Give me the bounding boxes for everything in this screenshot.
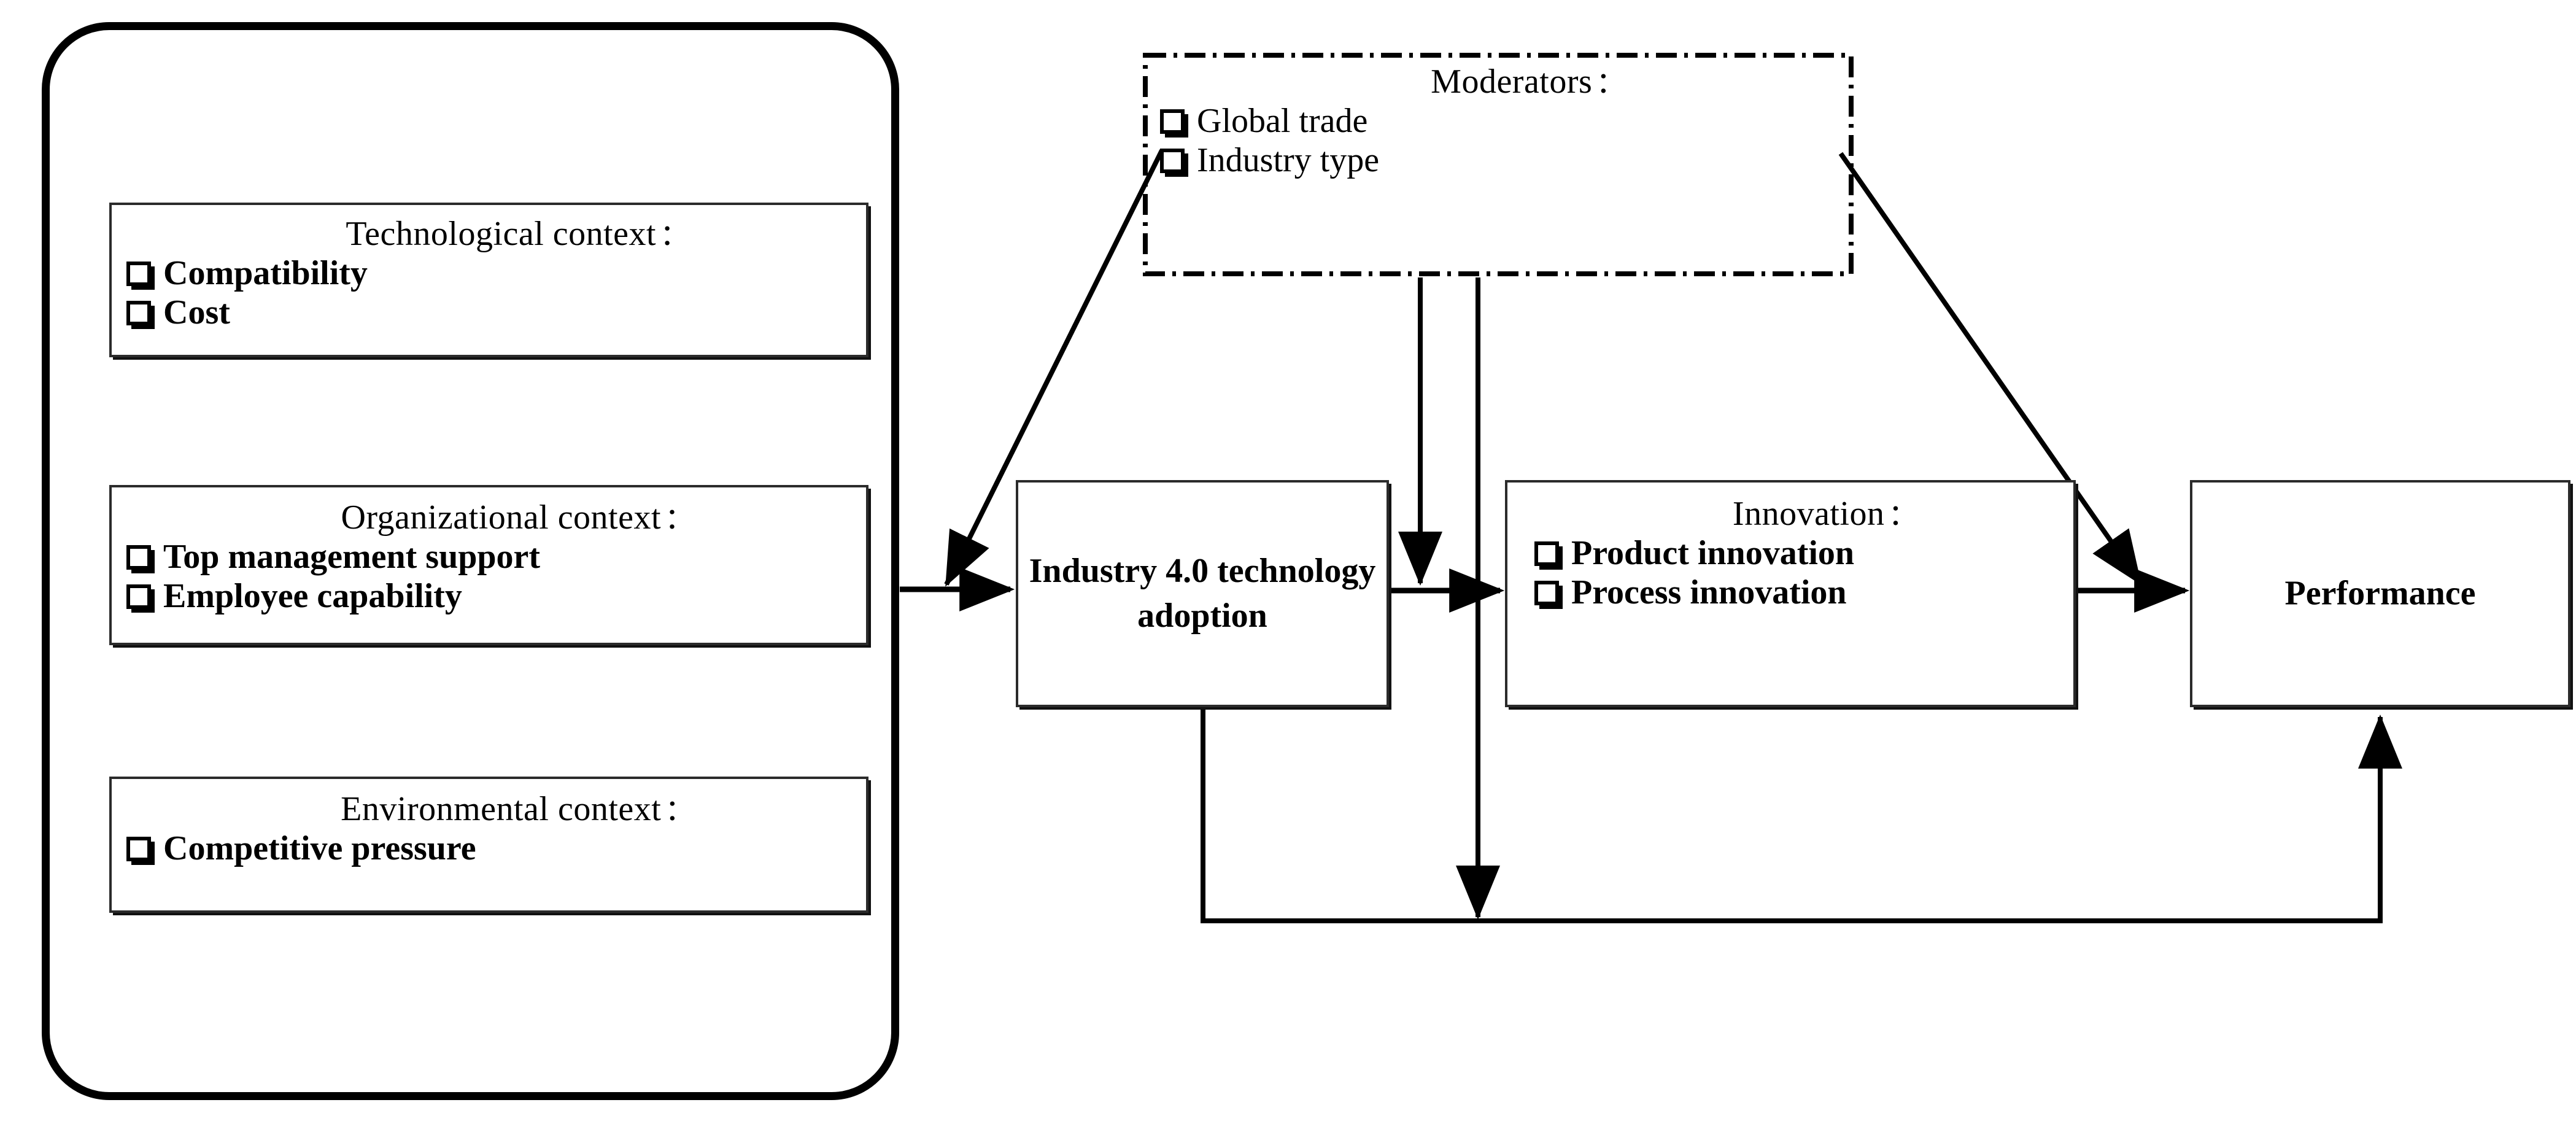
technological-context-title: Technological context： <box>126 214 866 254</box>
colon-glyph: ： <box>660 219 690 252</box>
toe-framework-group <box>42 22 899 1100</box>
technological-context-items: Compatibility Cost <box>126 254 866 333</box>
environmental-context-title: Environmental context： <box>126 789 866 829</box>
list-item-label: Industry type <box>1197 141 1380 179</box>
checkbox-icon <box>126 836 151 861</box>
colon-glyph: ： <box>665 503 695 535</box>
list-item-label: Process innovation <box>1571 573 1847 611</box>
box-performance[interactable]: Performance <box>2190 480 2570 707</box>
innovation-items: Product innovation Process innovation <box>1534 534 2073 613</box>
checkbox-icon <box>126 300 151 325</box>
list-item-label: Competitive pressure <box>163 829 476 868</box>
list-item[interactable]: Compatibility <box>126 254 866 293</box>
moderators-title: Moderators： <box>1160 61 1854 102</box>
list-item[interactable]: Cost <box>126 293 866 333</box>
list-item[interactable]: Global trade <box>1160 102 1854 141</box>
colon-glyph: ： <box>1888 499 1919 532</box>
checkbox-icon <box>1160 109 1185 134</box>
connector-adoption-to-performance <box>1201 710 2402 923</box>
environmental-context-items: Competitive pressure <box>126 829 866 869</box>
moderators-title-text: Moderators <box>1431 63 1593 101</box>
box-moderators[interactable]: Moderators： Global trade Industry type <box>1143 53 1854 276</box>
organizational-context-title-text: Organizational context <box>341 498 662 537</box>
list-item[interactable]: Process innovation <box>1534 573 2073 613</box>
innovation-title-text: Innovation <box>1732 495 1885 533</box>
technological-context-title-text: Technological context <box>346 215 657 253</box>
colon-glyph: ： <box>665 794 695 827</box>
list-item-label: Compatibility <box>163 254 368 293</box>
list-item[interactable]: Top management support <box>126 538 866 577</box>
box-industry40-adoption[interactable]: Industry 4.0 technology adoption <box>1016 480 1389 707</box>
box-environmental-context[interactable]: Environmental context： Competitive press… <box>109 777 868 913</box>
checkbox-icon <box>1534 541 1559 566</box>
list-item[interactable]: Product innovation <box>1534 534 2073 573</box>
checkbox-icon <box>1534 580 1559 605</box>
box-organizational-context[interactable]: Organizational context： Top management s… <box>109 485 868 645</box>
organizational-context-items: Top management support Employee capabili… <box>126 538 866 616</box>
checkbox-icon <box>126 545 151 570</box>
box-technological-context[interactable]: Technological context： Compatibility Cos… <box>109 203 868 357</box>
list-item-label: Cost <box>163 293 230 331</box>
checkbox-icon <box>1160 148 1185 173</box>
list-item-label: Global trade <box>1197 102 1368 141</box>
list-item[interactable]: Competitive pressure <box>126 829 866 869</box>
moderators-items: Global trade Industry type <box>1160 102 1854 180</box>
environmental-context-title-text: Environmental context <box>341 790 662 828</box>
list-item-label: Top management support <box>163 538 541 576</box>
performance-label: Performance <box>2284 574 2476 613</box>
organizational-context-title: Organizational context： <box>126 497 866 538</box>
box-innovation[interactable]: Innovation： Product innovation Process i… <box>1505 480 2076 707</box>
moderators-dashdot-border <box>1143 53 1854 276</box>
colon-glyph: ： <box>1596 67 1626 99</box>
list-item-label: Employee capability <box>163 576 462 615</box>
list-item[interactable]: Industry type <box>1160 141 1854 180</box>
list-item-label: Product innovation <box>1571 534 1855 573</box>
checkbox-icon <box>126 584 151 609</box>
innovation-title: Innovation： <box>1534 494 2073 534</box>
list-item[interactable]: Employee capability <box>126 577 866 616</box>
industry40-adoption-label: Industry 4.0 technology adoption <box>1029 552 1376 635</box>
checkbox-icon <box>126 261 151 286</box>
